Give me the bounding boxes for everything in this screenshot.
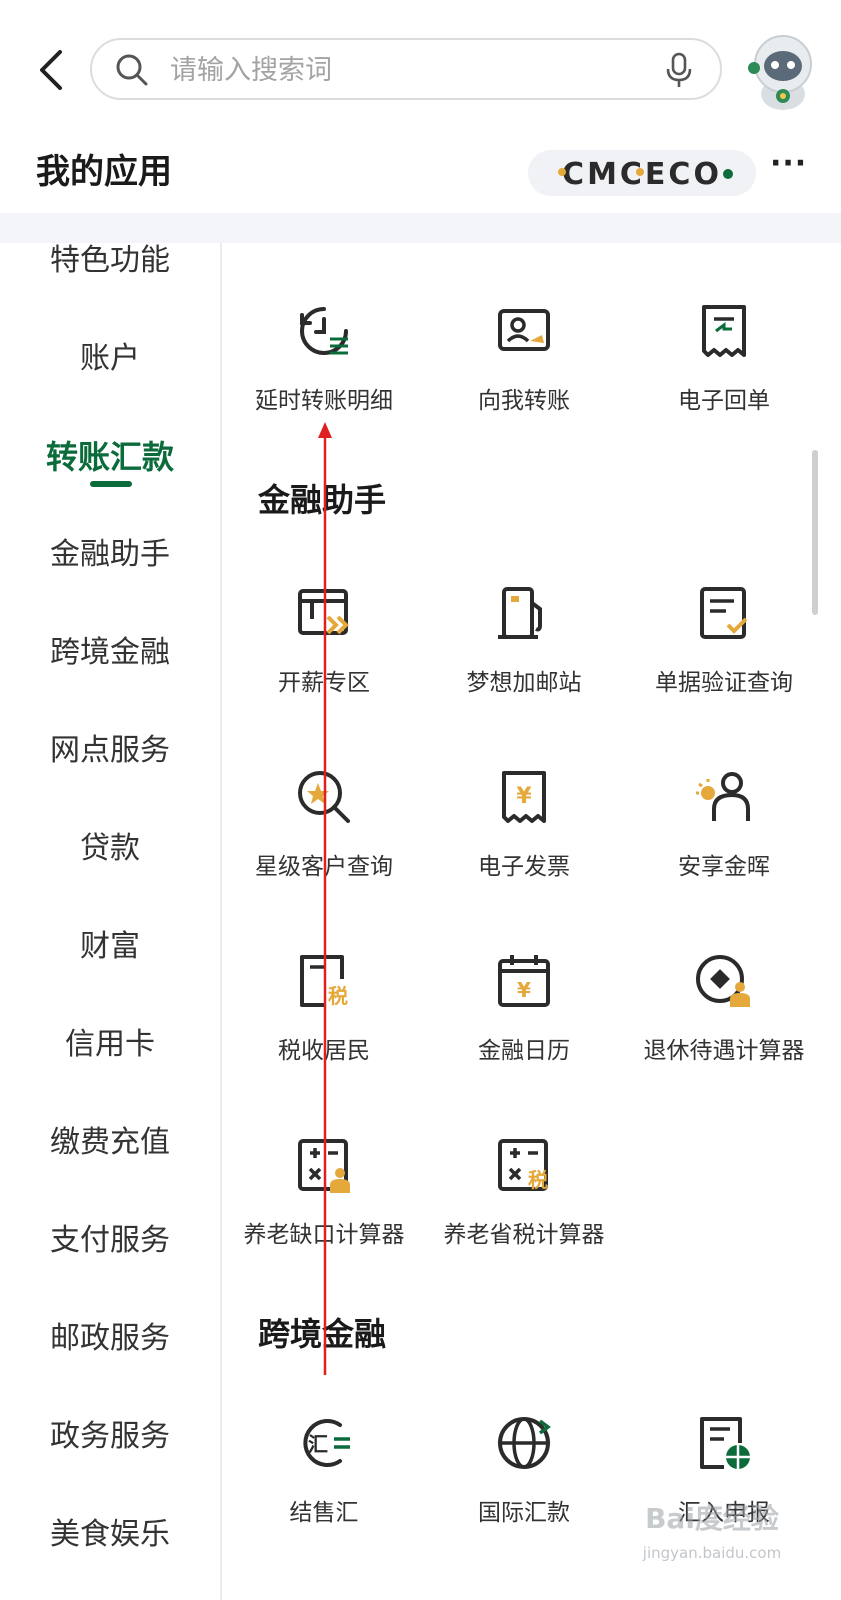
mascot-avatar[interactable]	[744, 30, 822, 112]
pension-tax-calculator-icon: 税	[498, 1139, 548, 1192]
finance-calendar-icon: ¥	[498, 955, 550, 1007]
fx-exchange-icon: 汇	[303, 1419, 350, 1467]
sidebar-item-postal-service[interactable]: 邮政服务	[50, 1321, 170, 1356]
sidebar-item-featured[interactable]: 特色功能	[50, 243, 170, 278]
app-label: 安享金晖	[678, 854, 770, 880]
sidebar-item-branch-service[interactable]: 网点服务	[50, 733, 170, 768]
category-sidebar: 特色功能 账户 转账汇款 金融助手 跨境金融 网点服务 贷款 财富 信用卡 缴费…	[0, 243, 222, 1600]
page-header: 我的应用 CMCECO ···	[0, 130, 841, 212]
inbound-declare-icon	[700, 1417, 750, 1469]
delay-transfer-icon	[300, 307, 348, 355]
red-arrow-annotation	[318, 422, 332, 1375]
app-international-remit[interactable]: 国际汇款	[424, 1413, 624, 1563]
page-title: 我的应用	[36, 152, 172, 192]
svg-text:税: 税	[328, 984, 348, 1008]
transfer-to-me-icon	[498, 309, 550, 351]
app-retirement-calculator[interactable]: 退休待遇计算器	[624, 951, 824, 1101]
e-invoice-icon: ¥	[502, 771, 546, 823]
app-label: 梦想加邮站	[466, 670, 582, 696]
pension-gap-calculator-icon	[298, 1139, 350, 1193]
sidebar-item-loan[interactable]: 贷款	[80, 831, 140, 866]
svg-text:¥: ¥	[516, 784, 532, 809]
app-e-invoice[interactable]: ¥ 电子发票	[424, 767, 624, 917]
sidebar-item-wealth[interactable]: 财富	[80, 929, 140, 964]
sidebar-item-credit-card[interactable]: 信用卡	[65, 1027, 155, 1062]
app-label: 退休待遇计算器	[643, 1038, 805, 1064]
svg-text:税: 税	[528, 1168, 548, 1192]
app-label: 电子发票	[478, 854, 570, 880]
e-receipt-icon	[702, 305, 746, 357]
app-finance-calendar[interactable]: ¥ 金融日历	[424, 951, 624, 1101]
retirement-calculator-icon	[696, 955, 750, 1007]
app-pension-tax-calculator[interactable]: 税 养老省税计算器	[424, 1135, 624, 1285]
sidebar-item-account[interactable]: 账户	[80, 341, 140, 376]
app-label: 单据验证查询	[655, 670, 793, 696]
sidebar-item-bill-payment[interactable]: 缴费充值	[50, 1125, 170, 1160]
sidebar-item-finance-assistant[interactable]: 金融助手	[50, 537, 170, 572]
app-label: 国际汇款	[478, 1500, 570, 1526]
more-button[interactable]: ···	[770, 146, 808, 181]
sidebar-item-food-entertainment[interactable]: 美食娱乐	[50, 1517, 170, 1552]
app-senior-care[interactable]: 安享金晖	[624, 767, 824, 917]
svg-text:汇: 汇	[308, 1432, 328, 1456]
sidebar-item-transfer[interactable]: 转账汇款	[45, 438, 174, 476]
app-delay-transfer[interactable]: 延时转账明细	[224, 301, 424, 451]
back-button[interactable]	[28, 42, 78, 98]
search-bar[interactable]	[90, 38, 722, 100]
top-bar	[0, 0, 841, 130]
section-title-cross-border: 跨境金融	[258, 1315, 387, 1353]
app-e-receipt[interactable]: 电子回单	[624, 301, 824, 451]
salary-zone-icon	[298, 589, 349, 635]
app-label: 金融日历	[478, 1038, 570, 1064]
app-label: 向我转账	[478, 388, 570, 414]
app-label: 汇入申报	[678, 1500, 770, 1526]
header-divider	[0, 213, 841, 243]
app-document-verify[interactable]: 单据验证查询	[624, 583, 824, 733]
sidebar-item-payment-service[interactable]: 支付服务	[50, 1223, 170, 1258]
app-fx-exchange[interactable]: 汇 结售汇	[224, 1413, 424, 1563]
international-remit-icon	[498, 1417, 551, 1469]
chevron-left-icon	[40, 50, 62, 90]
app-label: 电子回单	[678, 388, 770, 414]
app-label: 养老省税计算器	[443, 1222, 605, 1248]
sidebar-item-cross-border[interactable]: 跨境金融	[50, 635, 170, 670]
search-icon	[116, 54, 148, 86]
app-label: 延时转账明细	[255, 388, 393, 414]
document-verify-icon	[700, 587, 748, 639]
app-dream-station[interactable]: 梦想加邮站	[424, 583, 624, 733]
app-inbound-declare[interactable]: 汇入申报	[624, 1413, 824, 1563]
sidebar-item-government-service[interactable]: 政务服务	[50, 1419, 170, 1454]
senior-care-icon	[696, 772, 750, 821]
app-transfer-to-me[interactable]: 向我转账	[424, 301, 624, 451]
tax-resident-icon: 税	[300, 955, 348, 1008]
scrollbar[interactable]	[812, 450, 818, 615]
active-indicator	[90, 481, 132, 487]
brand-logo: CMCECO	[528, 150, 756, 196]
microphone-icon[interactable]	[664, 52, 694, 90]
app-label: 结售汇	[289, 1500, 359, 1526]
search-input[interactable]	[170, 48, 640, 92]
svg-text:¥: ¥	[517, 978, 531, 1002]
section-title-finance: 金融助手	[258, 481, 387, 519]
star-customer-search-icon	[298, 771, 350, 823]
dream-station-icon	[498, 587, 542, 639]
